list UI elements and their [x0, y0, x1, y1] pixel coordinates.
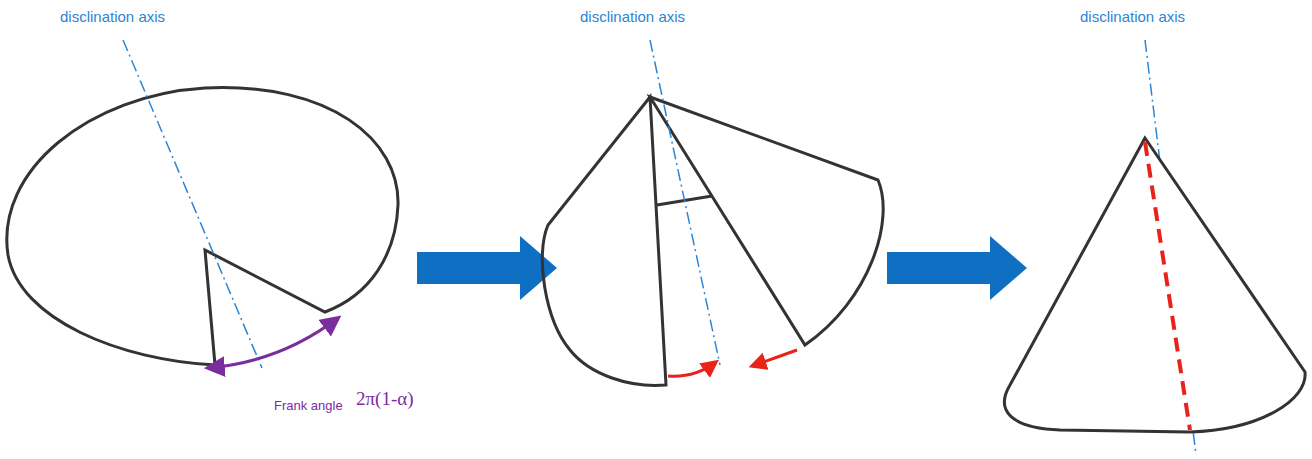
- frank-angle-arrow: [208, 318, 338, 368]
- angle-formula: 2π(1-α): [356, 388, 414, 410]
- angle-label: Frank angle: [274, 398, 343, 413]
- disclination-axis-line: [123, 40, 262, 368]
- seam-line: [1145, 142, 1190, 430]
- disclination-axis-line: [650, 40, 720, 365]
- step-arrow: [417, 236, 557, 300]
- axis-label: disclination axis: [580, 8, 685, 25]
- cone: [1004, 138, 1305, 432]
- fold-arrow: [752, 350, 797, 366]
- left-flap: [542, 97, 666, 385]
- axis-label: disclination axis: [1080, 8, 1185, 25]
- right-flap: [650, 97, 883, 345]
- axis-label: disclination axis: [60, 8, 165, 25]
- fold-arrow: [668, 362, 716, 376]
- step-arrow: [887, 236, 1027, 300]
